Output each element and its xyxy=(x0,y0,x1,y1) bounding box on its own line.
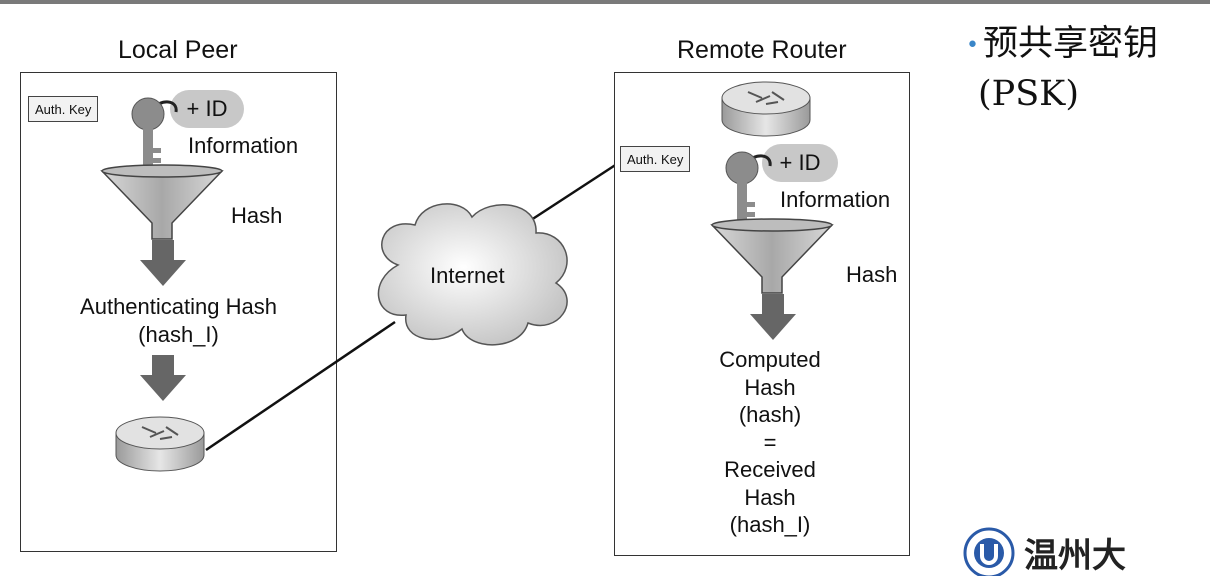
local-hash-funnel-icon xyxy=(100,164,224,240)
local-id-tag: + ID xyxy=(170,90,244,128)
internet-cloud-icon xyxy=(377,203,568,346)
internet-label: Internet xyxy=(430,263,505,288)
bullet-dot-icon: • xyxy=(966,32,979,58)
remote-router-icon xyxy=(721,81,811,137)
remote-line-hash-name: (hash) xyxy=(738,402,802,427)
local-peer-title: Local Peer xyxy=(118,36,238,64)
remote-information-label: Information xyxy=(780,187,891,212)
remote-hash-label: Hash xyxy=(846,262,898,287)
bullet-line-1: •预共享密钥 xyxy=(966,20,1206,70)
local-auth-hash-name: (hash_I) xyxy=(138,322,219,347)
bullet-text-psk: (PSK) xyxy=(978,73,1079,114)
remote-id-tag: + ID xyxy=(762,144,838,182)
local-auth-key-label: Auth. Key xyxy=(28,96,99,122)
remote-hash-funnel-icon xyxy=(710,218,834,294)
remote-result-block: Computed Hash (hash) = Received Hash (ha… xyxy=(700,346,840,539)
local-down-arrow-icon xyxy=(140,240,186,286)
top-rule xyxy=(0,0,1210,4)
remote-line-received-name: (hash_I) xyxy=(729,512,811,537)
bullet-text-psk-cn: 预共享密钥 xyxy=(982,24,1158,64)
remote-line-equals: = xyxy=(763,429,777,455)
remote-auth-key-label: Auth. Key xyxy=(620,146,691,172)
bullet-block: •预共享密钥 (PSK) xyxy=(966,20,1206,118)
remote-line-received: Received xyxy=(724,457,816,482)
local-auth-hash-title: Authenticating Hash xyxy=(80,294,277,319)
local-information-label: Information xyxy=(188,133,299,158)
remote-line-hash: Hash xyxy=(744,374,796,400)
remote-down-arrow-icon xyxy=(750,294,796,340)
local-hash-label: Hash xyxy=(231,203,283,228)
remote-key-icon xyxy=(725,151,772,224)
remote-router-title: Remote Router xyxy=(677,36,847,64)
remote-line-computed: Computed xyxy=(719,347,821,372)
university-logo-icon xyxy=(963,527,1015,576)
local-down-arrow-2-icon xyxy=(140,355,186,401)
remote-line-received-hash: Hash xyxy=(744,484,796,510)
local-router-icon xyxy=(115,416,205,472)
university-logo-text: 温州大 xyxy=(1024,536,1126,576)
local-peer-panel xyxy=(20,72,337,552)
local-key-icon xyxy=(131,97,178,170)
